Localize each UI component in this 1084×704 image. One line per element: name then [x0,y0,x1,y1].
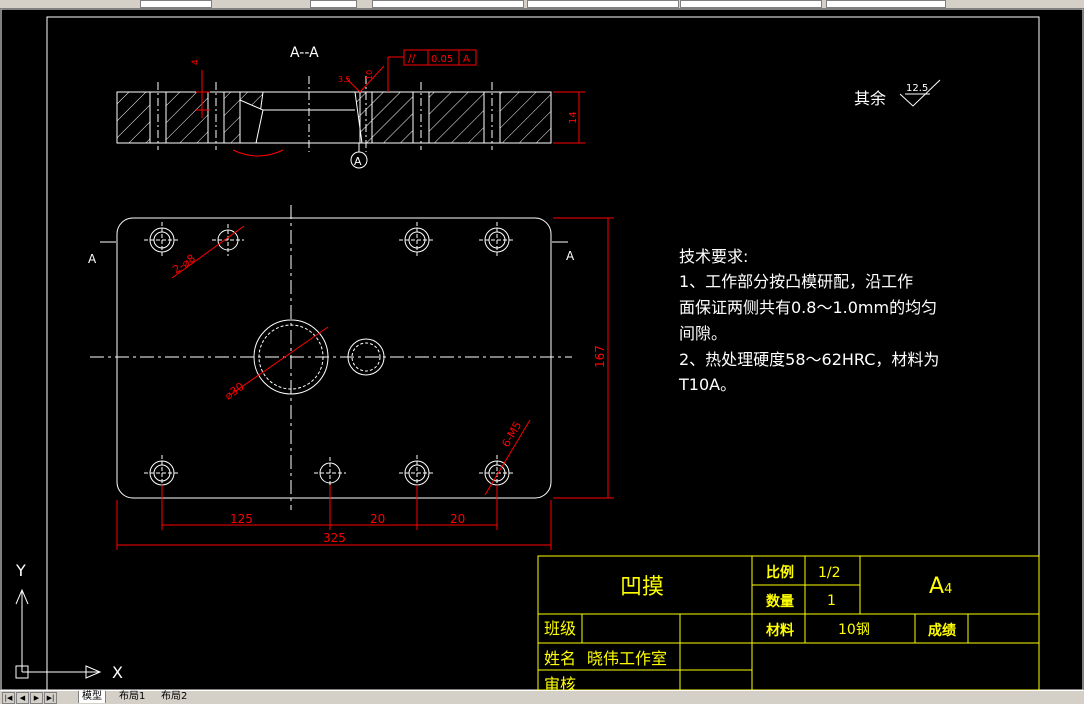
ucs-y-label: Y [15,561,26,580]
tech-line-5: T10A。 [678,375,736,394]
title-block-text: 凹摸 比例 1/2 数量 1 A4 班级 材料 10钢 成绩 姓名 晓伟工作室 … [544,564,956,690]
section-mark-left: A [88,252,97,266]
material-label: 材料 [766,622,794,639]
plate-outline [116,217,552,499]
tab-layout2[interactable]: 布局2 [161,691,188,702]
roughness-icon [899,79,941,107]
toolbar-dropdown[interactable] [372,0,524,8]
tech-line-4: 2、热处理硬度58～62HRC，材料为 [679,350,939,369]
tolerance-datum: A [463,54,470,65]
hole-group-top [149,227,510,253]
callout-6-threads: 6-M5 [499,419,524,449]
class-label: 班级 [544,619,576,638]
ucs-x-label: X [112,663,123,682]
main-opening-outer [253,319,329,395]
dim-167: 167 [593,345,607,368]
scale-value: 1/2 [818,565,841,581]
tab-model[interactable]: 模型 [78,691,106,703]
toolbar-dropdown[interactable] [140,0,212,8]
dim-4: 4 [191,59,201,65]
tech-line-1: 1、工作部分按凸模研配，沿工作 [679,272,913,291]
surface-roughness-note: 其余 12.5 [854,79,941,108]
layout-tab-bar: |◀ ◀ ▶ ▶| 模型 布局1 布局2 [0,690,1084,704]
section-mark-right: A [566,249,575,263]
tolerance-value: 0.05 [431,54,453,65]
datum-circle-label: A [354,155,362,168]
tech-line-2: 面保证两侧共有0.8～1.0mm的均匀 [679,298,937,317]
tech-heading: 技术要求: [679,247,748,266]
material-value: 10钢 [838,622,870,638]
dim-20a: 20 [370,512,385,526]
callout-main-hole: ⌀30 [222,380,246,402]
toolbar-strip [0,0,1084,9]
title-block [537,555,1040,690]
main-opening-inner [258,324,324,390]
grade-label: 成绩 [928,622,956,639]
tab-prev-icon[interactable]: ◀ [16,692,29,704]
sheet-border-outer [0,9,1084,690]
tab-next-icon[interactable]: ▶ [30,692,43,704]
toolbar-dropdown[interactable] [310,0,357,8]
section-title: A--A [290,45,319,61]
ucs-icon [15,588,102,679]
dim-14: 14 [568,111,579,124]
dim-3-5: 3.5 [338,75,351,84]
scale-label: 比例 [766,564,794,581]
dim-20b: 20 [450,512,465,526]
drawing-canvas[interactable]: A--A [0,9,1084,690]
name-label: 姓名 [544,649,576,668]
review-label: 审核 [544,675,576,690]
secondary-opening [347,338,385,376]
tolerance-symbol: // [408,52,416,65]
name-value: 晓伟工作室 [587,649,667,668]
qty-label: 数量 [766,593,794,610]
roughness-value: 12.5 [906,83,928,94]
dim-325: 325 [323,531,346,545]
sheet-border-inner [46,16,1040,690]
toolbar-dropdown[interactable] [527,0,679,8]
toolbar-dropdown[interactable] [680,0,822,8]
tech-requirements: 技术要求: 1、工作部分按凸模研配，沿工作 面保证两侧共有0.8～1.0mm的均… [678,247,939,394]
section-view: A--A [116,45,585,169]
datum-circle [350,151,368,169]
tab-first-icon[interactable]: |◀ [2,692,15,704]
qty-value: 1 [827,593,836,609]
tab-layout1[interactable]: 布局1 [119,691,146,702]
sheet-size: A4 [929,574,952,599]
tech-line-3: 间隙。 [679,324,727,343]
plan-view: A A [88,205,614,550]
dim-125: 125 [230,512,253,526]
toolbar-dropdown[interactable] [826,0,946,8]
callout-2-holes: 2-⌀8 [170,252,198,277]
surface-note-label: 其余 [854,89,886,108]
tab-last-icon[interactable]: ▶| [44,692,57,704]
part-name: 凹摸 [620,575,664,600]
dim-small: 10 [365,70,374,80]
